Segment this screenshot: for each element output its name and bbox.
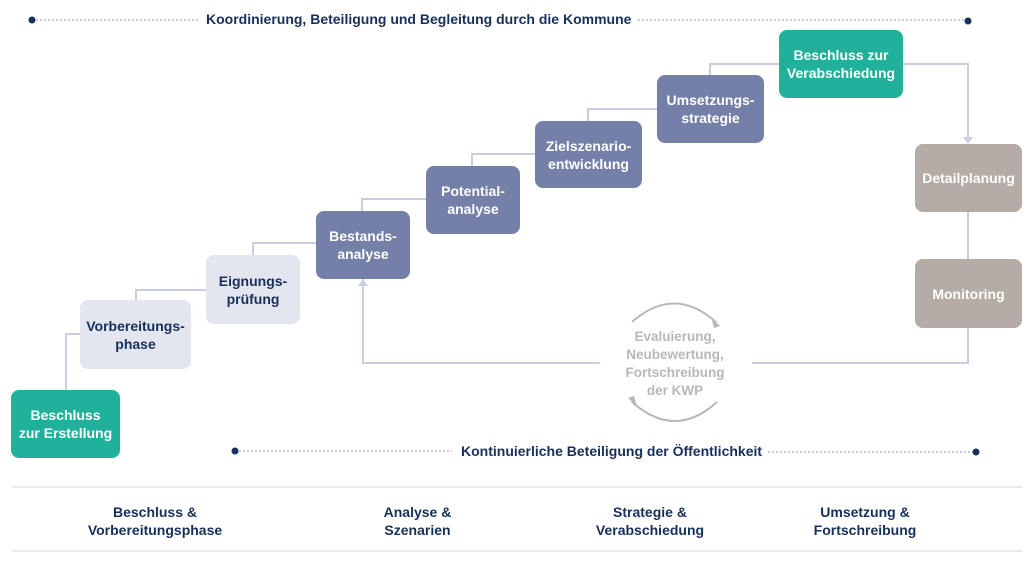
step-zielszenario: Zielszenario- entwicklung bbox=[535, 121, 642, 188]
connector-8 bbox=[903, 63, 969, 143]
step-beschluss-verabschiedung: Beschluss zur Verabschiedung bbox=[779, 30, 903, 98]
connector-4 bbox=[361, 198, 426, 211]
connector-7 bbox=[709, 63, 779, 75]
connector-6 bbox=[587, 108, 657, 121]
connector-feedback-left bbox=[362, 279, 600, 364]
step-umsetzungsstrategie: Umsetzungs- strategie bbox=[657, 75, 764, 143]
step-vorbereitungsphase: Vorbereitungs- phase bbox=[80, 300, 191, 369]
cycle-evaluation-text: Evaluierung, Neubewertung, Fortschreibun… bbox=[625, 329, 725, 398]
phase-label-1: Beschluss & Vorbereitungsphase bbox=[87, 504, 223, 538]
connector-1 bbox=[65, 333, 80, 390]
phase-label-3: Strategie & Verabschiedung bbox=[595, 504, 705, 538]
step-eignungspruefung: Eignungs- prüfung bbox=[206, 255, 300, 324]
top-banner-label: Koordinierung, Beteiligung und Begleitun… bbox=[200, 11, 638, 27]
bottom-banner-label: Kontinuierliche Beteiligung der Öffentli… bbox=[455, 443, 769, 459]
step-detailplanung: Detailplanung bbox=[915, 144, 1022, 212]
phase-label-2: Analyse & Szenarien bbox=[383, 504, 452, 538]
bottom-banner-dot-right bbox=[972, 448, 980, 456]
cycle-arrowhead-top bbox=[711, 317, 720, 328]
step-bestandsanalyse: Bestands- analyse bbox=[316, 211, 410, 279]
top-banner-dot-left bbox=[28, 16, 36, 24]
bottom-banner-dot-left bbox=[231, 447, 239, 455]
step-potentialanalyse: Potential- analyse bbox=[426, 166, 520, 234]
phase-label-4: Umsetzung & Fortschreibung bbox=[813, 504, 917, 538]
connector-5 bbox=[471, 153, 535, 166]
top-banner-dot-right bbox=[964, 17, 972, 25]
connector-2 bbox=[135, 289, 206, 300]
cycle-arrowhead-bottom bbox=[628, 396, 637, 407]
cycle-arc-bottom bbox=[631, 401, 718, 422]
arrowhead-detailplanung bbox=[963, 137, 973, 144]
arrowhead-bestandsanalyse bbox=[358, 279, 368, 286]
cycle-arc-top bbox=[631, 302, 717, 323]
step-beschluss-erstellung: Beschluss zur Erstellung bbox=[11, 390, 120, 458]
connector-3 bbox=[252, 242, 316, 255]
connector-feedback-right bbox=[752, 328, 969, 364]
step-monitoring: Monitoring bbox=[915, 259, 1022, 328]
